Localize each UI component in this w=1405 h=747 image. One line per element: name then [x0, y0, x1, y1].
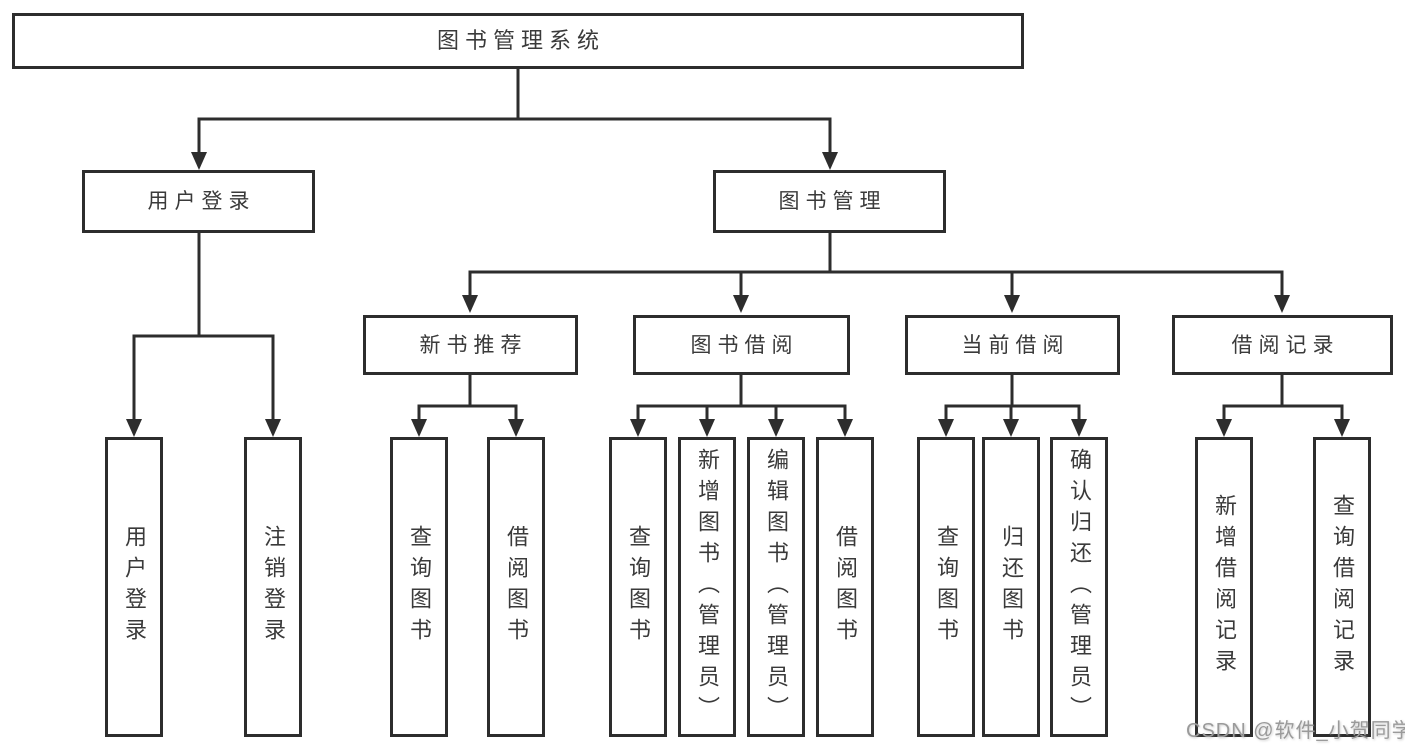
node-current-borrow: 当前借阅: [905, 315, 1120, 375]
node-leaf-user-login-label: 用户登录: [122, 525, 147, 649]
node-leaf-add-borrow-record-label: 新增借阅记录: [1212, 494, 1237, 680]
node-leaf-query-books-current-label: 查询图书: [934, 525, 959, 649]
node-book-management: 图书管理: [713, 170, 946, 233]
node-leaf-add-borrow-record: 新增借阅记录: [1195, 437, 1253, 737]
node-book-management-label: 图书管理: [778, 190, 887, 213]
node-borrow-records: 借阅记录: [1172, 315, 1393, 375]
node-leaf-add-book-admin-label: 新增图书（管理员）: [695, 447, 720, 727]
node-book-borrow: 图书借阅: [633, 315, 850, 375]
node-root-label: 图书管理系统: [436, 28, 605, 53]
node-leaf-borrow-books-borrow: 借阅图书: [816, 437, 874, 737]
node-leaf-query-borrow-record: 查询借阅记录: [1313, 437, 1371, 737]
node-leaf-logout-label: 注销登录: [261, 525, 286, 649]
node-leaf-borrow-books-borrow-label: 借阅图书: [833, 525, 858, 649]
node-leaf-query-books-recommend: 查询图书: [390, 437, 448, 737]
node-root: 图书管理系统: [12, 13, 1024, 69]
node-leaf-query-books-recommend-label: 查询图书: [407, 525, 432, 649]
node-leaf-query-books-borrow: 查询图书: [609, 437, 667, 737]
node-leaf-return-books-label: 归还图书: [999, 525, 1024, 649]
node-borrow-records-label: 借阅记录: [1231, 333, 1340, 357]
node-user-login-label: 用户登录: [147, 190, 256, 213]
csdn-watermark: CSDN @软件_小贺同学: [1186, 720, 1405, 742]
node-leaf-logout: 注销登录: [244, 437, 302, 737]
node-leaf-user-login: 用户登录: [105, 437, 163, 737]
node-new-book-recommend-label: 新书推荐: [419, 333, 528, 357]
node-leaf-edit-book-admin-label: 编辑图书（管理员）: [764, 447, 789, 727]
node-leaf-return-books: 归还图书: [982, 437, 1040, 737]
node-current-borrow-label: 当前借阅: [961, 333, 1070, 357]
node-leaf-borrow-books-recommend-label: 借阅图书: [504, 525, 529, 649]
node-leaf-confirm-return-admin-label: 确认归还（管理员）: [1067, 447, 1092, 727]
node-leaf-query-books-current: 查询图书: [917, 437, 975, 737]
node-leaf-edit-book-admin: 编辑图书（管理员）: [747, 437, 805, 737]
node-leaf-confirm-return-admin: 确认归还（管理员）: [1050, 437, 1108, 737]
node-book-borrow-label: 图书借阅: [690, 333, 799, 357]
node-new-book-recommend: 新书推荐: [363, 315, 578, 375]
node-leaf-add-book-admin: 新增图书（管理员）: [678, 437, 736, 737]
node-leaf-query-books-borrow-label: 查询图书: [626, 525, 651, 649]
node-leaf-borrow-books-recommend: 借阅图书: [487, 437, 545, 737]
node-user-login: 用户登录: [82, 170, 315, 233]
node-leaf-query-borrow-record-label: 查询借阅记录: [1330, 494, 1355, 680]
